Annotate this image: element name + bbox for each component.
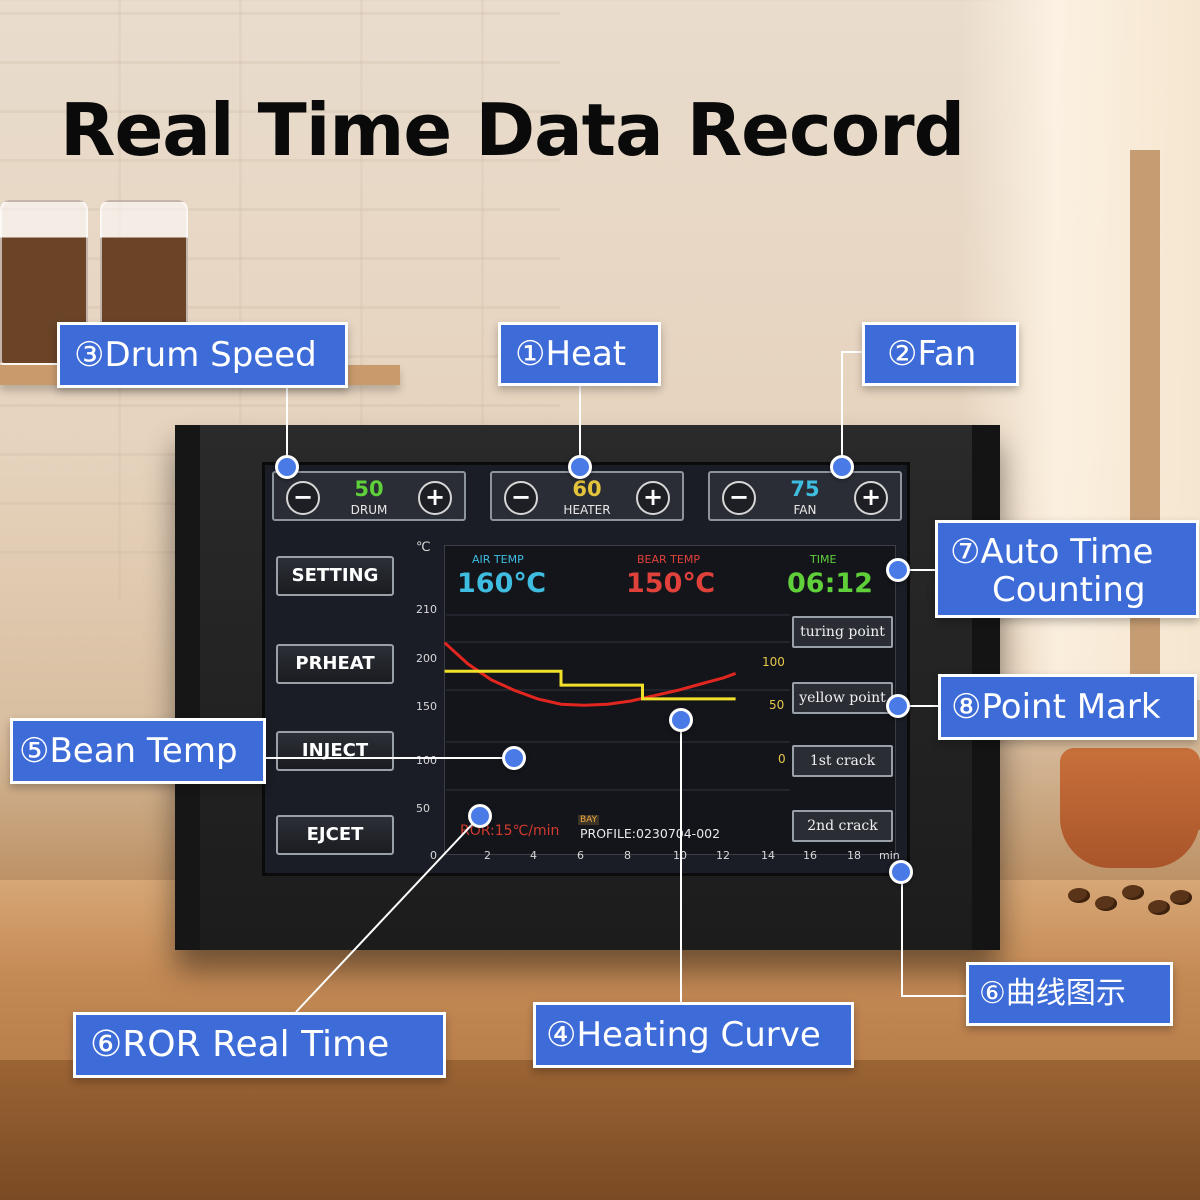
coffee-cup [1060,748,1200,868]
bean-temp-callout: ⑤Bean Temp [10,718,266,784]
right-tick: 50 [769,698,785,712]
drum-value: 50 [354,477,384,501]
heat-callout: ①Heat [498,322,661,386]
air-temp-value: 160℃ [457,568,547,599]
curve-cn-callout: ⑥曲线图示 [966,962,1173,1026]
auto-time-line-2: Counting [992,570,1146,610]
right-tick: 100 [762,655,785,669]
x-tick: 4 [530,849,537,862]
series-layer [443,641,737,707]
y-tick: 150 [416,700,437,713]
drum-control: − 50 DRUM + [272,471,466,521]
auto-time-line-1: ⑦Auto Time [950,532,1154,572]
air-temp-label: AIR TEMP [472,553,524,566]
x-tick: 16 [803,849,817,862]
coffee-bean [1095,896,1117,911]
bean-temp-marker-dot [502,746,526,770]
drum-marker-dot [275,455,299,479]
first-crack-button[interactable]: 1st crack [792,745,893,777]
table-edge [0,1060,1200,1200]
bay-tag: BAY [578,815,600,825]
fan-minus-button[interactable]: − [722,481,756,515]
x-tick: 18 [847,849,861,862]
heater-value: 60 [572,477,602,501]
profile-label: PROFILE:0230704-002 [580,826,721,841]
y-tick: 200 [416,652,437,665]
x-tick: 12 [716,849,730,862]
fan-value: 75 [790,477,820,501]
drum-speed-callout: ③Drum Speed [57,322,348,388]
x-tick: 0 [430,849,437,862]
drum-minus-button[interactable]: − [286,481,320,515]
preheat-button[interactable]: PRHEAT [276,644,394,684]
fan-marker-dot [830,455,854,479]
coffee-bean [1148,900,1170,915]
point-mark-callout: ⑧Point Mark [938,674,1197,740]
right-tick: 0 [778,752,786,766]
bean-temp-value: 150℃ [626,568,716,599]
ror-real-time-callout: ⑥ROR Real Time [73,1012,446,1078]
drum-plus-button[interactable]: + [418,481,452,515]
heat-marker-dot [568,455,592,479]
inject-button[interactable]: INJECT [276,731,394,771]
eject-button[interactable]: EJCET [276,815,394,855]
curve-marker-dot [669,708,693,732]
page-title: Real Time Data Record [60,88,965,172]
point-mark-dot [886,694,910,718]
y-tick: 210 [416,603,437,616]
x-tick: 2 [484,849,491,862]
drum-label: DRUM [350,503,388,517]
coffee-bean [1068,888,1090,903]
x-tick: 14 [761,849,775,862]
y-axis-unit: ℃ [416,540,431,555]
bean-temp-label: BEAR TEMP [637,553,700,566]
fan-plus-button[interactable]: + [854,481,888,515]
ror-readout: ROR:15℃/min [460,823,560,839]
coffee-bean [1122,885,1144,900]
auto-time-callout: ⑦Auto Time Counting [935,520,1199,618]
heater-plus-button[interactable]: + [636,481,670,515]
series-line-1 [444,669,736,701]
fan-callout: ②Fan [862,322,1019,386]
heating-curve-callout: ④Heating Curve [533,1002,854,1068]
coffee-bean [1170,890,1192,905]
ror-marker-dot [468,804,492,828]
heater-minus-button[interactable]: − [504,481,538,515]
series-line-0 [443,641,737,707]
setting-button[interactable]: SETTING [276,556,394,596]
x-tick: min [879,849,900,862]
heater-label: HEATER [563,503,611,517]
time-value: 06:12 [787,568,873,599]
axis-marker-dot [889,860,913,884]
time-label: TIME [810,553,837,566]
x-tick: 6 [577,849,584,862]
heater-control: − 60 HEATER + [490,471,684,521]
device-side [175,425,200,950]
fan-label: FAN [793,503,817,517]
turning-point-button[interactable]: turing point [792,616,893,648]
gridlines [446,614,790,791]
y-tick: 50 [416,802,430,815]
second-crack-button[interactable]: 2nd crack [792,810,893,842]
fan-control: − 75 FAN + [708,471,902,521]
time-marker-dot [886,558,910,582]
yellow-point-button[interactable]: yellow point [792,682,893,714]
x-tick: 8 [624,849,631,862]
